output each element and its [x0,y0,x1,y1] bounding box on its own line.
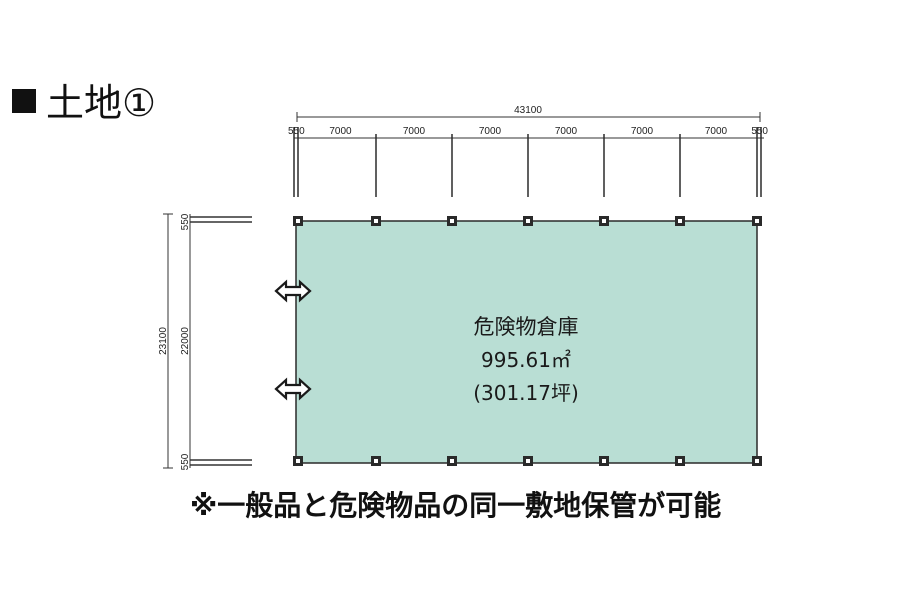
building-area-m2: 995.61㎡ [481,348,571,372]
column-marker [752,216,762,226]
end-span-label: 550 [288,126,305,137]
total-width-label: 43100 [514,105,542,116]
building-name: 危険物倉庫 [474,315,579,339]
building-area-tsubo: (301.17坪) [473,381,579,405]
left-dimension: 23100 22000 550 550 [158,213,252,470]
column-marker [371,216,381,226]
column-marker [675,216,685,226]
depth-end-top-label: 550 [180,213,191,230]
double-arrow-icon [274,279,312,303]
column-marker [523,456,533,466]
total-depth-label: 23100 [158,327,169,355]
span-label: 7000 [631,126,654,137]
span-label: 7000 [403,126,426,137]
title-text: 土地① [46,81,157,125]
inner-depth-label: 22000 [180,327,191,355]
storage-note: ※一般品と危険物品の同一敷地保管が可能 [190,489,722,522]
column-posts [293,127,762,197]
column-marker [599,456,609,466]
span-label: 7000 [555,126,578,137]
column-marker [752,456,762,466]
span-label: 7000 [329,126,352,137]
column-marker [599,216,609,226]
column-marker [523,216,533,226]
square-bullet-icon [12,89,36,113]
top-dimension: 43100 7000 7000 7000 7000 7000 7000 550 550 [288,105,768,139]
column-marker [293,216,303,226]
column-marker [371,456,381,466]
span-label: 7000 [479,126,502,137]
column-marker [447,456,457,466]
column-markers [293,216,762,466]
depth-end-bottom-label: 550 [180,453,191,470]
span-label: 7000 [705,126,728,137]
column-marker [447,216,457,226]
column-marker [293,456,303,466]
building-footprint [295,220,758,464]
double-arrow-icon [274,377,312,401]
end-span-label: 550 [751,126,768,137]
page-title: 土地① [12,72,156,127]
column-marker [675,456,685,466]
